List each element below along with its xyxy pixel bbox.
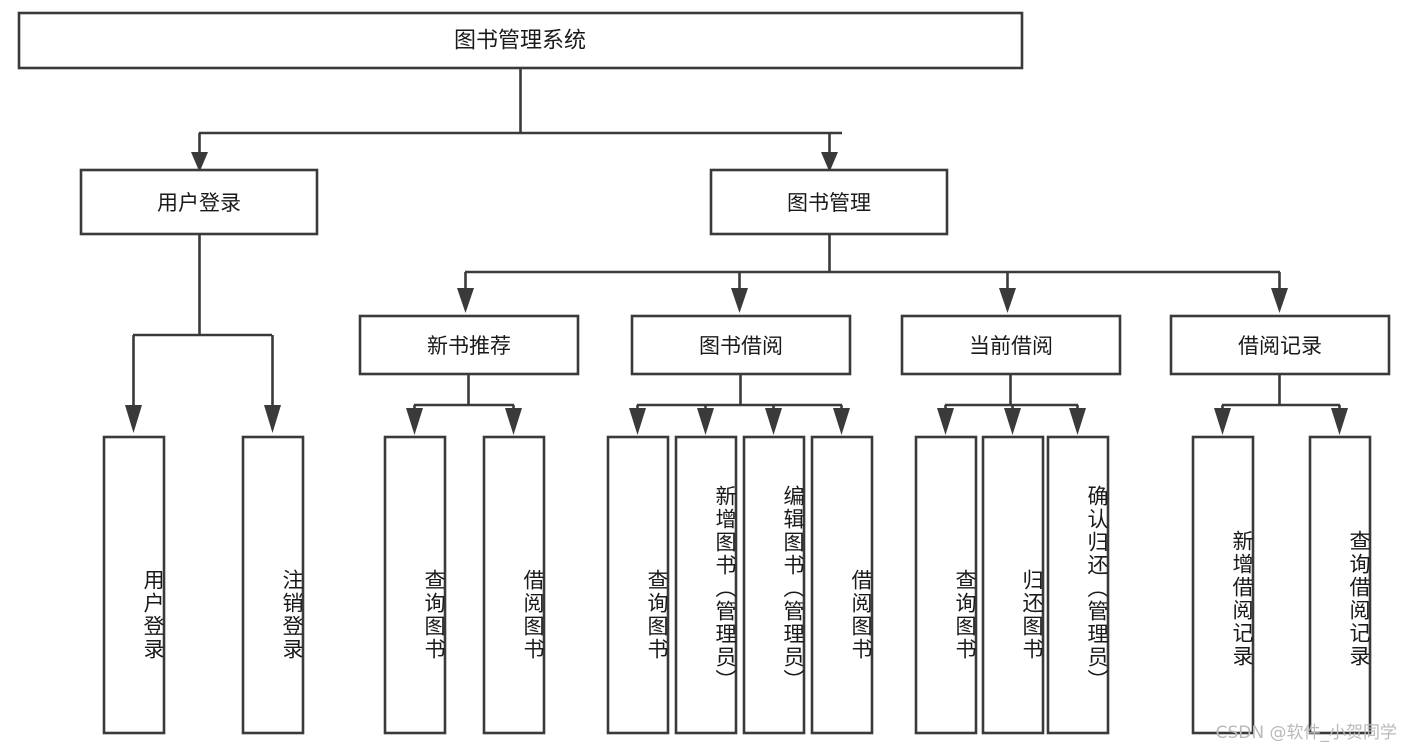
- leaf-box-current-borrow-1[interactable]: [914, 435, 978, 735]
- arrow-cb-c2: [1004, 408, 1021, 435]
- node-book-manage-label: 图书管理: [787, 191, 871, 215]
- node-root-box[interactable]: [17, 11, 1024, 70]
- connector-group: [125, 68, 1348, 435]
- arrow-br-c2: [1331, 408, 1348, 435]
- node-user-login-label: 用户登录: [157, 191, 241, 215]
- watermark-text: CSDN @软件_小贺同学: [1215, 723, 1397, 743]
- node-user-login[interactable]: 用户登录: [79, 168, 319, 236]
- leaf-box-book-borrow-2[interactable]: [674, 435, 738, 735]
- node-new-book-recommend-label: 新书推荐: [427, 334, 511, 358]
- leaf-box-new-book-2[interactable]: [482, 435, 546, 735]
- arrow-to-user-login: [191, 152, 208, 172]
- arrow-to-new-book: [457, 288, 474, 313]
- leaf-box-user-login-2[interactable]: [241, 435, 305, 735]
- arrow-user-login-child2: [264, 405, 281, 433]
- leaf-box-borrow-record-2[interactable]: [1308, 435, 1372, 735]
- node-borrow-record-box[interactable]: [1169, 314, 1391, 376]
- arrow-cb-c3: [1069, 408, 1086, 435]
- node-user-login-box[interactable]: [79, 168, 319, 236]
- arrow-to-book-borrow: [731, 288, 748, 313]
- node-book-manage-box[interactable]: [709, 168, 949, 236]
- arrow-user-login-child1: [125, 405, 142, 433]
- leaf-box-book-borrow-1[interactable]: [606, 435, 670, 735]
- leaf-box-user-login-1[interactable]: [102, 435, 166, 735]
- arrow-br-c1: [1214, 408, 1231, 435]
- arrow-new-book-c1: [406, 408, 423, 435]
- node-current-borrow-label: 当前借阅: [969, 334, 1053, 358]
- node-borrow-record-label: 借阅记录: [1238, 334, 1322, 358]
- leaf-box-book-borrow-3[interactable]: [742, 435, 806, 735]
- node-new-book-recommend[interactable]: 新书推荐: [358, 314, 580, 376]
- node-root[interactable]: 图书管理系统: [17, 11, 1024, 70]
- leaf-box-book-borrow-4[interactable]: [810, 435, 874, 735]
- node-book-borrow-box[interactable]: [630, 314, 852, 376]
- arrow-new-book-c2: [505, 408, 522, 435]
- arrow-cb-c1: [937, 408, 954, 435]
- arrow-bb-c4: [833, 408, 850, 435]
- leaf-box-new-book-1[interactable]: [383, 435, 447, 735]
- node-book-manage[interactable]: 图书管理: [709, 168, 949, 236]
- arrow-to-current-borrow: [999, 288, 1016, 313]
- arrow-bb-c3: [765, 408, 782, 435]
- node-current-borrow[interactable]: 当前借阅: [900, 314, 1122, 376]
- node-current-borrow-box[interactable]: [900, 314, 1122, 376]
- node-borrow-record[interactable]: 借阅记录: [1169, 314, 1391, 376]
- node-book-borrow[interactable]: 图书借阅: [630, 314, 852, 376]
- leaf-box-current-borrow-2[interactable]: [981, 435, 1045, 735]
- arrow-to-borrow-record: [1271, 288, 1288, 313]
- leaf-box-borrow-record-1[interactable]: [1191, 435, 1255, 735]
- leaf-box-current-borrow-3[interactable]: [1046, 435, 1110, 735]
- node-root-label: 图书管理系统: [454, 29, 586, 54]
- node-book-borrow-label: 图书借阅: [699, 334, 783, 358]
- arrow-bb-c2: [697, 408, 714, 435]
- node-new-book-recommend-box[interactable]: [358, 314, 580, 376]
- arrow-to-book-manage: [821, 152, 838, 172]
- arrow-bb-c1: [629, 408, 646, 435]
